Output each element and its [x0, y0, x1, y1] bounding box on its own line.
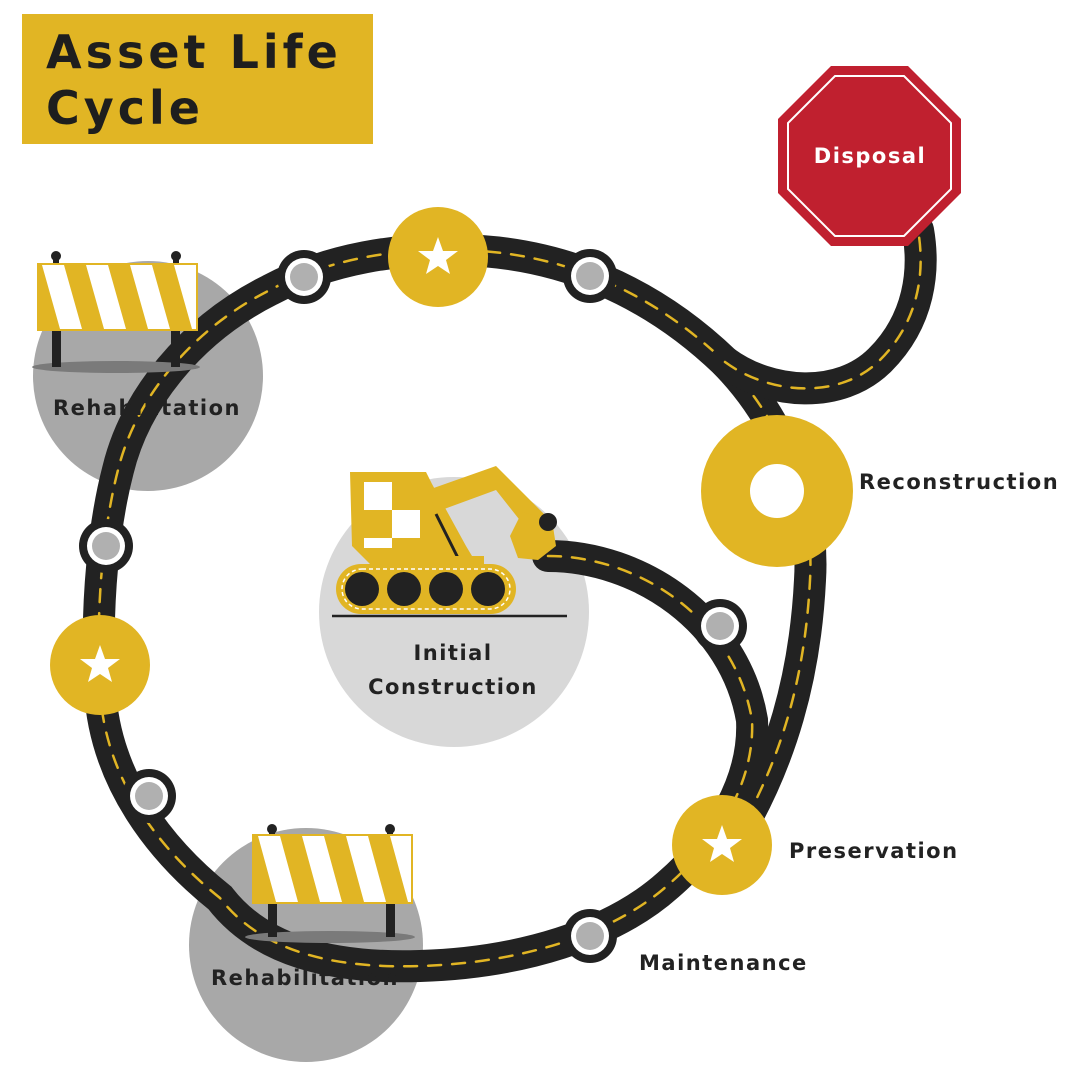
maintenance-label: Maintenance — [639, 951, 808, 975]
star-marker — [50, 615, 150, 715]
star-icon — [80, 645, 120, 682]
road-node — [563, 249, 617, 303]
title-line-1: Asset Life — [46, 25, 342, 79]
barricade-icon — [32, 251, 200, 373]
stop-sign-icon: Disposal — [778, 66, 961, 246]
star-marker — [672, 795, 772, 895]
star-icon — [418, 237, 458, 274]
preservation-label: Preservation — [789, 839, 959, 863]
road-branch-disposal — [709, 214, 937, 405]
barricade-icon — [245, 824, 415, 943]
star-icon — [702, 825, 742, 862]
road-node — [277, 250, 331, 304]
star-marker — [388, 207, 488, 307]
disposal-label: Disposal — [814, 144, 926, 168]
reconstruction-label: Reconstruction — [859, 470, 1059, 494]
reconstruction-marker — [701, 415, 853, 567]
road-node — [79, 519, 133, 573]
initial-construction-label-line1: Initial — [413, 641, 492, 665]
road-node — [693, 599, 747, 653]
rehabilitation-top-label: Rehabilitation — [53, 396, 241, 420]
initial-construction-label-line2: Construction — [368, 675, 538, 699]
title-line-2: Cycle — [46, 81, 204, 135]
road-node — [563, 909, 617, 963]
road-nodes — [79, 249, 747, 963]
road-branch-center-line — [723, 228, 922, 390]
title-banner: Asset Life Cycle — [22, 14, 373, 144]
rehabilitation-bottom-label: Rehabilitation — [211, 966, 399, 990]
excavator-icon — [332, 466, 567, 618]
road-node — [122, 769, 176, 823]
